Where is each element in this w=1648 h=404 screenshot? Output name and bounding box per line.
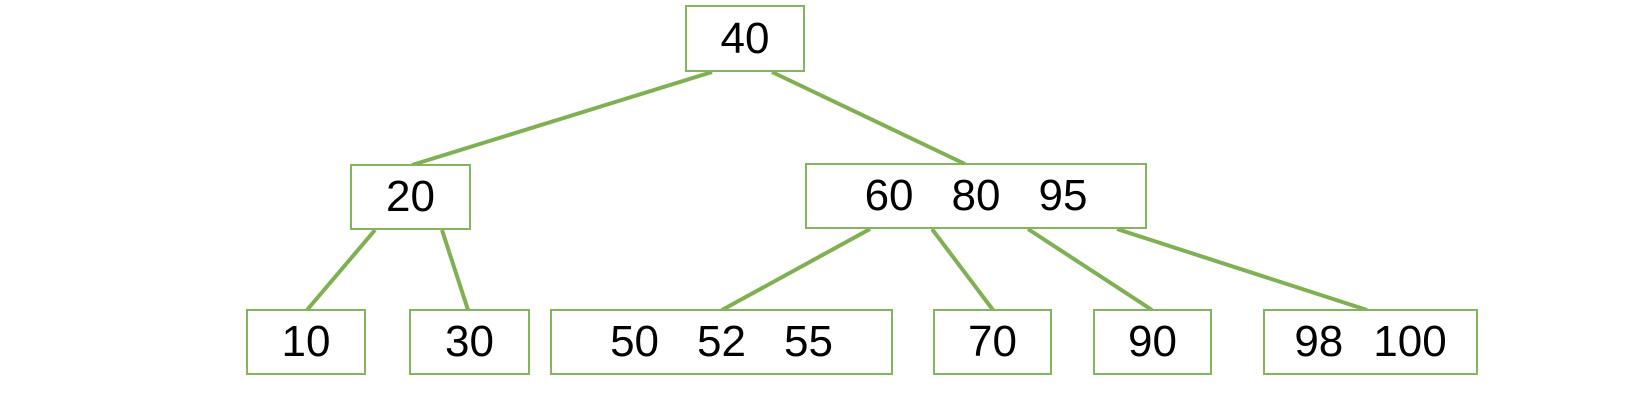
node-key: 10 <box>281 317 331 366</box>
btree-node-leaf-90: 90 <box>1093 309 1212 375</box>
node-key: 52 <box>697 317 746 366</box>
btree-edge-node-60-80-95-to-leaf-50-52-55 <box>721 227 871 312</box>
node-key: 98 <box>1294 317 1344 366</box>
btree-edge-node-60-80-95-to-leaf-98-100 <box>1116 227 1368 312</box>
btree-edge-node-60-80-95-to-leaf-70 <box>930 227 995 312</box>
node-key: 70 <box>968 317 1017 366</box>
btree-node-node-20: 20 <box>350 164 471 230</box>
node-key: 80 <box>951 171 1001 220</box>
node-key: 55 <box>783 317 833 366</box>
btree-edge-root-40-to-node-60-80-95 <box>771 70 966 166</box>
node-key: 40 <box>720 13 770 63</box>
btree-node-node-60-80-95: 60 80 95 <box>805 163 1147 229</box>
btree-edge-node-20-to-leaf-30 <box>440 229 470 311</box>
btree-node-leaf-70: 70 <box>933 309 1052 375</box>
btree-node-leaf-10: 10 <box>246 309 366 375</box>
btree-node-leaf-50-52-55: 50 52 55 <box>550 309 893 375</box>
node-key: 60 <box>864 171 914 220</box>
node-key: 50 <box>610 317 660 366</box>
node-key: 90 <box>1128 317 1177 366</box>
btree-edge-node-60-80-95-to-leaf-90 <box>1026 227 1154 312</box>
btree-node-leaf-30: 30 <box>409 309 530 375</box>
node-key: 20 <box>386 172 435 221</box>
btree-node-root-40: 40 <box>685 5 805 72</box>
btree-edge-root-40-to-node-20 <box>411 70 713 167</box>
btree-node-leaf-98-100: 98 100 <box>1263 309 1478 375</box>
btree-edge-node-20-to-leaf-10 <box>305 228 377 312</box>
node-key: 30 <box>445 317 494 366</box>
node-key: 100 <box>1373 317 1447 366</box>
node-key: 95 <box>1038 171 1088 220</box>
